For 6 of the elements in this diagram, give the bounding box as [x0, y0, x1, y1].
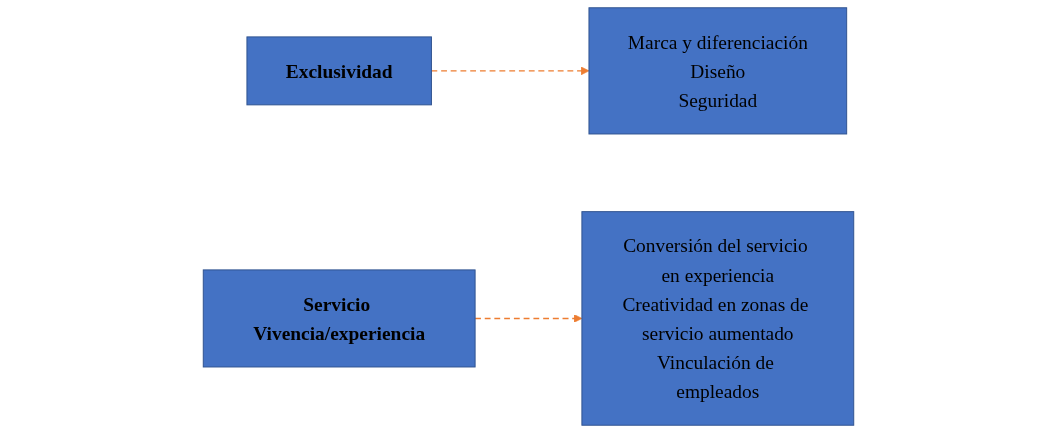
node-box: Conversión del servicio en experiencia Creatividad en zonas de servicio aumentado Vinculación de empleados	[581, 211, 855, 426]
arrow	[430, 66, 590, 76]
arrow	[474, 314, 583, 323]
node-box: Marca y diferenciación Diseño Seguridad	[588, 7, 848, 135]
node-box: Exclusividad	[246, 36, 432, 106]
node-box: Servicio Vivencia/experiencia	[202, 269, 476, 368]
